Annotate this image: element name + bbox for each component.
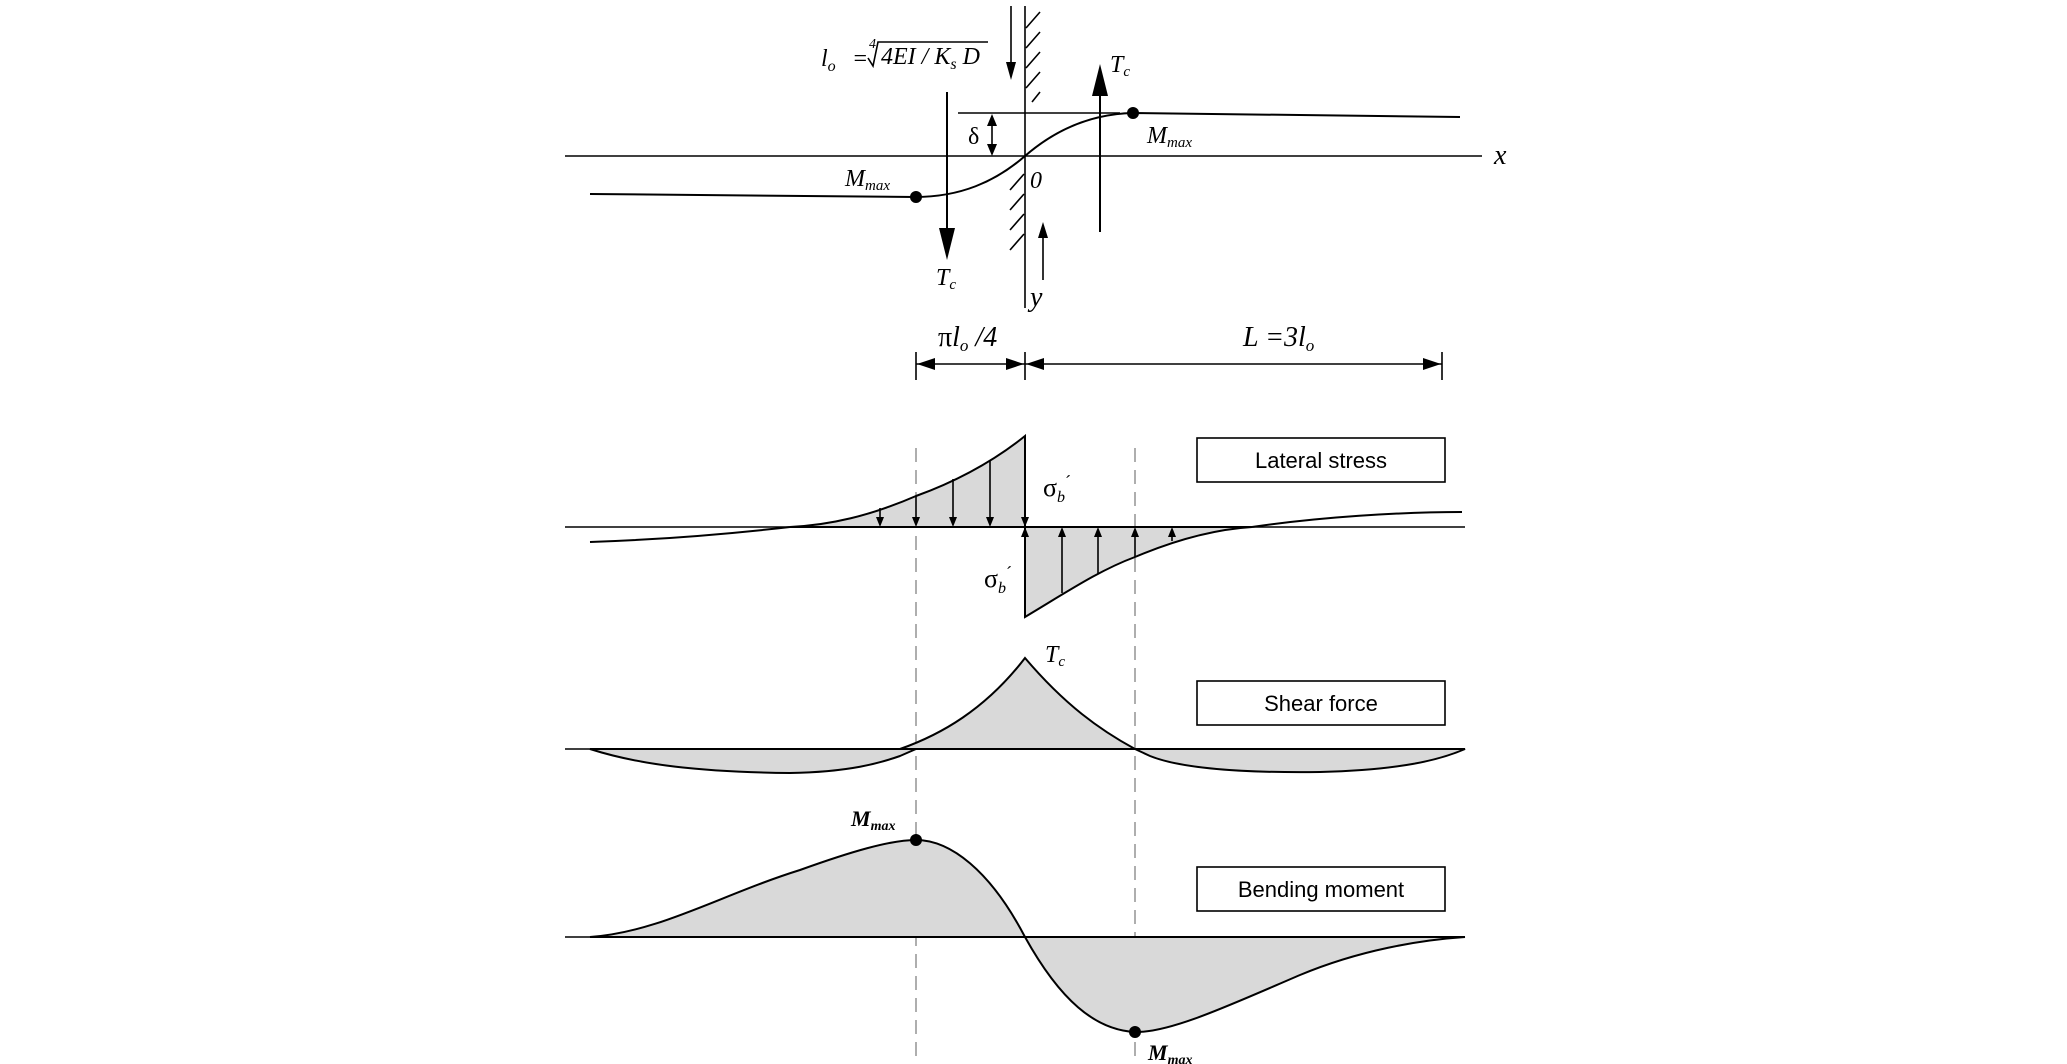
lateral-stress-box (1196, 437, 1446, 483)
moment-area-negative (1023, 936, 1466, 1034)
bending-moment-label: Bending moment (1238, 877, 1404, 902)
mmax-label-left: Mmax (844, 166, 890, 194)
dimension-line (915, 352, 1443, 380)
mmax-point-left (910, 191, 922, 203)
stress-curve-right-tail (1251, 511, 1463, 528)
moment-max-point-bottom (1129, 1026, 1141, 1038)
small-arrow-bottom (1038, 222, 1048, 280)
svg-text:4: 4 (869, 37, 876, 52)
stress-arrows-down (876, 437, 1029, 527)
stress-area-upper (789, 433, 1026, 528)
mmax-point-right (1127, 107, 1139, 119)
tc-label-down: Tc (936, 265, 956, 293)
dimension-left-label: πlo /4 (938, 322, 997, 355)
shear-force-label: Shear force (1264, 691, 1378, 716)
lateral-stress-diagram: σb´ σb´ Lateral stress (565, 433, 1465, 619)
sigma-label-lower: σb´ (984, 563, 1012, 597)
characteristic-length-formula: lo = 4 4EI / Ks D (821, 37, 988, 75)
svg-text:4EI / Ks D: 4EI / Ks D (881, 44, 980, 73)
delta-dimension (987, 114, 997, 156)
moment-mmax-label-top: Mmax (850, 806, 895, 834)
shear-area-right-negative (1134, 748, 1466, 774)
sigma-label-upper: σb´ (1043, 472, 1071, 506)
tc-label-up: Tc (1110, 52, 1130, 80)
shear-area-positive (899, 656, 1136, 750)
tc-arrow-up (1092, 64, 1108, 232)
mmax-label-right: Mmax (1146, 123, 1192, 151)
radical-sign (867, 41, 988, 69)
stress-arrows-up (1021, 527, 1176, 615)
moment-mmax-label-bottom: Mmax (1147, 1040, 1192, 1064)
bending-moment-diagram: Mmax Mmax Bending moment (565, 806, 1466, 1064)
y-axis-label: y (1027, 282, 1043, 313)
shear-area-left-negative (589, 748, 917, 775)
x-axis-label: x (1493, 140, 1507, 171)
shear-tc-label: Tc (1045, 642, 1065, 670)
small-arrow-top (1006, 6, 1016, 80)
shear-force-diagram: Tc Shear force (565, 642, 1466, 775)
svg-text:lo: lo (821, 46, 836, 75)
moment-area-positive (589, 838, 1027, 938)
moment-max-point-top (910, 834, 922, 846)
shear-force-box (1196, 680, 1446, 726)
deflection-diagram: x y 0 Mmax Mmax Tc (565, 6, 1507, 313)
origin-label: 0 (1030, 168, 1042, 194)
bending-moment-box (1196, 866, 1446, 912)
svg-text:=: = (852, 46, 868, 72)
tc-arrow-down (939, 92, 955, 260)
dimension-right-label: L =3lo (1242, 322, 1314, 355)
lateral-stress-label: Lateral stress (1255, 448, 1387, 473)
stress-curve-left-tail (589, 526, 791, 543)
wall-hatching-top (1025, 11, 1041, 103)
wall-hatching-bottom (1009, 173, 1025, 251)
stress-area-lower (1024, 526, 1253, 619)
delta-label: δ (968, 124, 979, 150)
